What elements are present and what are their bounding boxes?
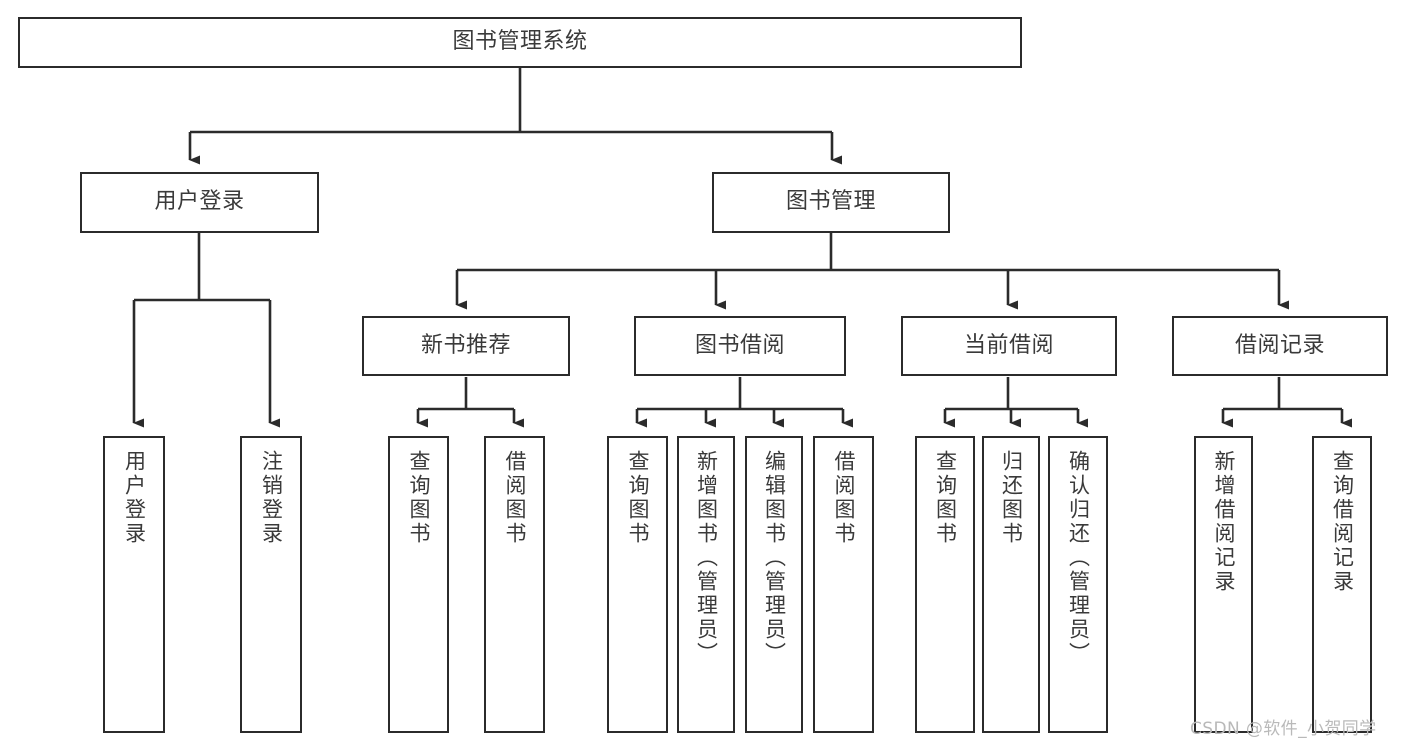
node-book-borrow[interactable]: 图书借阅 [634, 316, 846, 376]
node-label: 当前借阅 [963, 332, 1054, 358]
leaf-add-book-admin[interactable]: 新增图书（管理员） [677, 436, 735, 733]
node-label: 注销登录 [259, 450, 284, 546]
leaf-query-book-new[interactable]: 查询图书 [388, 436, 449, 733]
node-label: 借阅图书 [503, 450, 527, 546]
leaf-user-login[interactable]: 用户登录 [103, 436, 165, 733]
leaf-query-book-borrow[interactable]: 查询图书 [607, 436, 668, 733]
leaf-query-book-current[interactable]: 查询图书 [915, 436, 975, 733]
node-label: 图书管理系统 [452, 29, 588, 55]
node-user-login[interactable]: 用户登录 [80, 172, 319, 233]
leaf-borrow-book-new[interactable]: 借阅图书 [484, 436, 545, 733]
node-label: 查询图书 [933, 450, 958, 546]
node-current-borrow[interactable]: 当前借阅 [901, 316, 1117, 376]
leaf-edit-book-admin[interactable]: 编辑图书（管理员） [745, 436, 803, 733]
node-label: 借阅图书 [832, 450, 856, 546]
node-label: 借阅记录 [1234, 332, 1325, 358]
leaf-add-borrow-record[interactable]: 新增借阅记录 [1194, 436, 1253, 733]
node-book-management[interactable]: 图书管理 [712, 172, 950, 233]
node-new-book-recommend[interactable]: 新书推荐 [362, 316, 570, 376]
node-label: 图书借阅 [694, 332, 785, 358]
node-label: 查询图书 [407, 450, 431, 546]
leaf-return-book[interactable]: 归还图书 [982, 436, 1040, 733]
leaf-borrow-book[interactable]: 借阅图书 [813, 436, 874, 733]
node-label: 归还图书 [999, 450, 1024, 546]
node-label: 新书推荐 [420, 332, 511, 358]
node-label: 编辑图书（管理员） [762, 450, 787, 666]
node-label: 查询图书 [626, 450, 650, 546]
leaf-query-borrow-record[interactable]: 查询借阅记录 [1312, 436, 1372, 733]
node-label: 新增借阅记录 [1212, 450, 1236, 594]
leaf-confirm-return-admin[interactable]: 确认归还（管理员） [1048, 436, 1108, 733]
node-label: 新增图书（管理员） [694, 450, 719, 666]
leaf-logout[interactable]: 注销登录 [240, 436, 302, 733]
node-borrow-record[interactable]: 借阅记录 [1172, 316, 1388, 376]
node-label: 用户登录 [122, 450, 147, 546]
node-label: 用户登录 [154, 189, 245, 215]
node-root-system[interactable]: 图书管理系统 [18, 17, 1022, 68]
node-label: 图书管理 [785, 189, 876, 215]
node-label: 确认归还（管理员） [1066, 450, 1091, 666]
node-label: 查询借阅记录 [1330, 450, 1355, 594]
